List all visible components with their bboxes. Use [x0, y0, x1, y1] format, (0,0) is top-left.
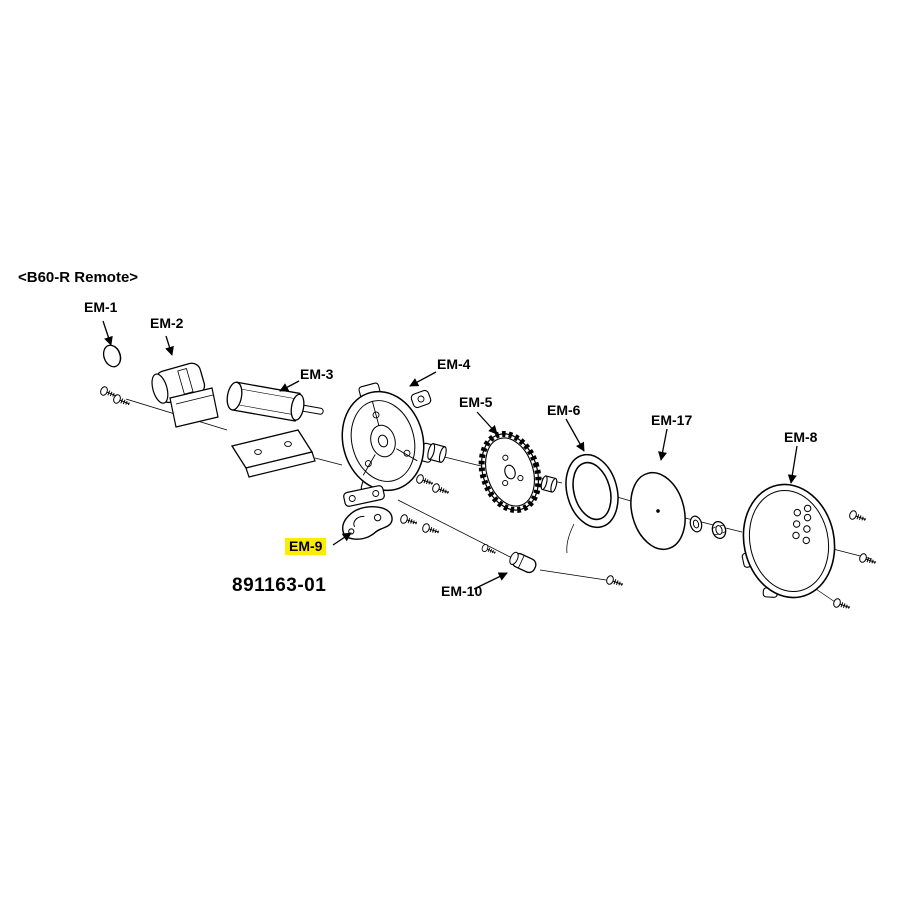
label-em-10: EM-10: [441, 583, 483, 599]
label-em-5: EM-5: [459, 394, 493, 410]
part-em4-housing: [341, 382, 435, 495]
label-em-4: EM-4: [437, 356, 471, 372]
label-em-3: EM-3: [300, 366, 334, 382]
part-nut: [711, 520, 727, 540]
part-bracket: [230, 429, 316, 478]
label-em-2: EM-2: [150, 315, 184, 331]
part-housing-tab: [410, 389, 432, 409]
label-em-8: EM-8: [784, 429, 818, 445]
part-number: 891163-01: [232, 575, 327, 596]
part-em6-ring: [565, 453, 619, 529]
part-roller: [427, 443, 447, 463]
screw-icon: [847, 509, 868, 525]
screw-icon: [480, 543, 498, 557]
part-em9-bracket: [343, 485, 385, 507]
leader-arrows: [102, 320, 798, 590]
label-em-9-highlighted: EM-9: [285, 538, 327, 556]
part-em9-cam: [342, 505, 393, 540]
screw-icon: [857, 552, 878, 568]
diagram-title: <B60-R Remote>: [18, 269, 139, 286]
part-em17-disc: [630, 471, 686, 551]
screw-icon: [111, 393, 132, 409]
screw-icon: [831, 597, 852, 613]
screw-icon: [430, 482, 451, 498]
screw-icon: [604, 574, 625, 590]
part-em3-motor: [226, 381, 324, 422]
part-em10-clamp: [509, 551, 537, 574]
part-bushing: [540, 475, 558, 493]
part-em5-gear: [478, 430, 542, 514]
screw-icon: [414, 473, 435, 489]
label-em-1: EM-1: [84, 299, 118, 315]
part-em2-lock: [151, 362, 219, 428]
screw-icon: [399, 513, 419, 528]
screw-icon: [421, 522, 441, 537]
label-em-6: EM-6: [547, 402, 581, 418]
part-em1-cap: [102, 344, 122, 368]
part-washer: [689, 515, 703, 533]
label-em-17: EM-17: [651, 412, 693, 428]
part-em8-cover: [741, 483, 836, 599]
